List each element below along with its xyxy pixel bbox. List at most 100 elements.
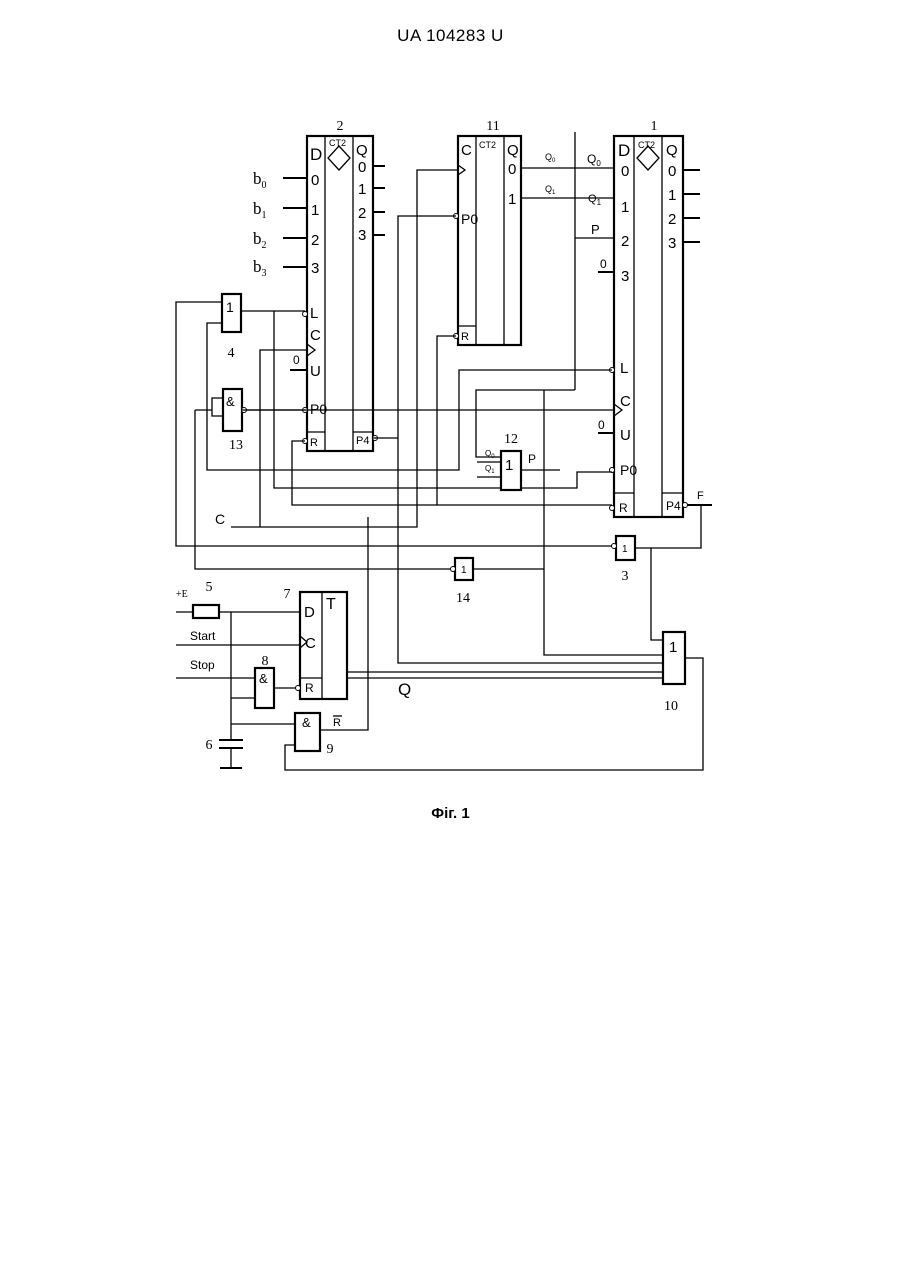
counter-1-pin-l: L — [620, 360, 628, 377]
counter-1-number: 1 — [651, 119, 658, 134]
gate-13-symbol: & — [226, 394, 235, 409]
counter-11-pin-p0: P0 — [461, 211, 478, 227]
counter-2-out-1: 1 — [358, 181, 366, 198]
label-p-top: P — [591, 222, 600, 237]
signal-q: Q — [398, 680, 411, 699]
gate-10-number: 10 — [664, 699, 678, 714]
counter-11-q-label: Q — [507, 142, 519, 159]
gate-12-out-p: P — [528, 452, 536, 466]
gate-12-symbol: 1 — [505, 457, 513, 474]
counter-1-q-label: Q — [666, 142, 678, 159]
counter-2: 2 D CT2 Q 0 1 2 3 0 1 2 3 L C U P0 R P4 — [303, 119, 378, 451]
signal-b3: b3 — [253, 257, 267, 279]
counter-11-number: 11 — [486, 119, 499, 134]
label-zero-counter1-3: 0 — [600, 257, 607, 271]
signal-b2: b2 — [253, 229, 267, 251]
trigger-7-pin-c: C — [305, 635, 316, 652]
gate-3-symbol: 1 — [622, 544, 628, 555]
gate-9-number: 9 — [327, 742, 334, 757]
signal-b0: b0 — [253, 169, 267, 191]
gate-4-symbol: 1 — [226, 299, 234, 315]
signal-stop: Stop — [190, 658, 215, 672]
counter-2-out-3: 3 — [358, 227, 366, 244]
counter-11-type: CT2 — [479, 140, 496, 150]
start-stop-block: +E 5 7 T D C R Start Stop & 8 & 9 R — [176, 517, 411, 768]
counter-11-out-0: 0 — [508, 161, 516, 178]
figure-caption: Фіг. 1 — [0, 805, 901, 822]
counter-2-in-3: 3 — [311, 260, 319, 277]
label-q1-small: Q1 — [545, 184, 556, 196]
gate-14-number: 14 — [456, 591, 470, 606]
label-q1: Q1 — [588, 193, 602, 207]
label-zero-counter1-u: 0 — [598, 418, 605, 432]
counter-1-out-0: 0 — [668, 163, 676, 180]
trigger-7-pin-d: D — [304, 604, 315, 621]
counter-1-pin-c: C — [620, 393, 631, 410]
counter-1-in-2: 2 — [621, 233, 629, 250]
input-signals-b: b0 b1 b2 b3 — [253, 169, 307, 279]
gate-4-number: 4 — [228, 346, 235, 361]
trigger-7-number: 7 — [284, 587, 291, 602]
trigger-7-pin-r: R — [305, 681, 314, 695]
counter-2-type: CT2 — [329, 138, 346, 148]
counter-1-type: CT2 — [638, 140, 655, 150]
counter-1-pin-p0: P0 — [620, 462, 637, 478]
label-zero-counter2-u: 0 — [293, 353, 300, 367]
counter-2-out-2: 2 — [358, 205, 366, 222]
gate-13: & 13 — [195, 389, 305, 453]
gate-10-symbol: 1 — [669, 639, 677, 656]
gate-14-symbol: 1 — [461, 565, 467, 576]
gate-12: 1 12 Q0 Q1 P — [477, 432, 560, 490]
counter-11-pin-r: R — [461, 331, 469, 343]
label-q0-small: Q0 — [545, 152, 556, 164]
counter-11: 11 C CT2 Q 0 1 P0 R — [454, 119, 522, 345]
counter-links-q: Q0 Q1 Q0 Q1 P 0 — [521, 132, 614, 390]
counter-2-pin-c: C — [310, 327, 321, 344]
resistor-5-supply: +E — [176, 589, 188, 600]
counter-1-d-label: D — [618, 141, 630, 160]
label-q0: Q0 — [587, 152, 601, 168]
counter-1-outputs — [683, 170, 700, 242]
trigger-7-type: T — [326, 596, 336, 613]
counter-11-wiring: C — [215, 170, 663, 663]
signal-f: F — [697, 490, 704, 502]
counter-2-q-label: Q — [356, 142, 368, 159]
counter-2-pin-r: R — [310, 437, 318, 449]
counter-2-out-0: 0 — [358, 159, 366, 176]
counter-11-out-1: 1 — [508, 191, 516, 208]
counter-2-d-label: D — [310, 145, 322, 164]
signal-rbar: R — [333, 717, 341, 729]
counter-2-in-1: 1 — [311, 202, 319, 219]
signal-c: C — [215, 511, 225, 527]
counter-1-out-3: 3 — [668, 235, 676, 252]
counter-2-pin-l: L — [310, 305, 318, 322]
counter-1: 1 D CT2 Q 0 1 2 3 0 1 2 3 L C U P0 R P4 — [610, 119, 688, 517]
counter-11-c-label: C — [461, 142, 472, 159]
gate-3-number: 3 — [622, 569, 629, 584]
gate-12-in-q1: Q1 — [485, 464, 495, 475]
counter-1-out-2: 2 — [668, 211, 676, 228]
counter-2-pin-u: U — [310, 363, 321, 380]
gate-9-symbol: & — [302, 715, 311, 730]
gate-8-number: 8 — [262, 654, 269, 669]
counter-1-pin-u: U — [620, 427, 631, 444]
counter-2-number: 2 — [337, 119, 344, 134]
counter-2-pin-p0: P0 — [310, 401, 327, 417]
counter-2-in-2: 2 — [311, 232, 319, 249]
counter-2-in-0: 0 — [311, 172, 319, 189]
gate-13-number: 13 — [229, 438, 243, 453]
gate-12-number: 12 — [504, 432, 518, 447]
counter-2-pin-p4: P4 — [356, 435, 369, 447]
resistor-5-number: 5 — [206, 580, 213, 595]
gate-12-in-q0: Q0 — [485, 449, 495, 460]
counter-1-out-1: 1 — [668, 187, 676, 204]
counter-1-pin-p4: P4 — [666, 499, 681, 513]
gate-8-symbol: & — [259, 671, 268, 686]
counter-1-in-0: 0 — [621, 163, 629, 180]
counter-1-pin-r: R — [619, 501, 628, 515]
signal-start: Start — [190, 629, 216, 643]
counter-1-in-1: 1 — [621, 199, 629, 216]
signal-b1: b1 — [253, 199, 267, 221]
counter-1-in-3: 3 — [621, 268, 629, 285]
